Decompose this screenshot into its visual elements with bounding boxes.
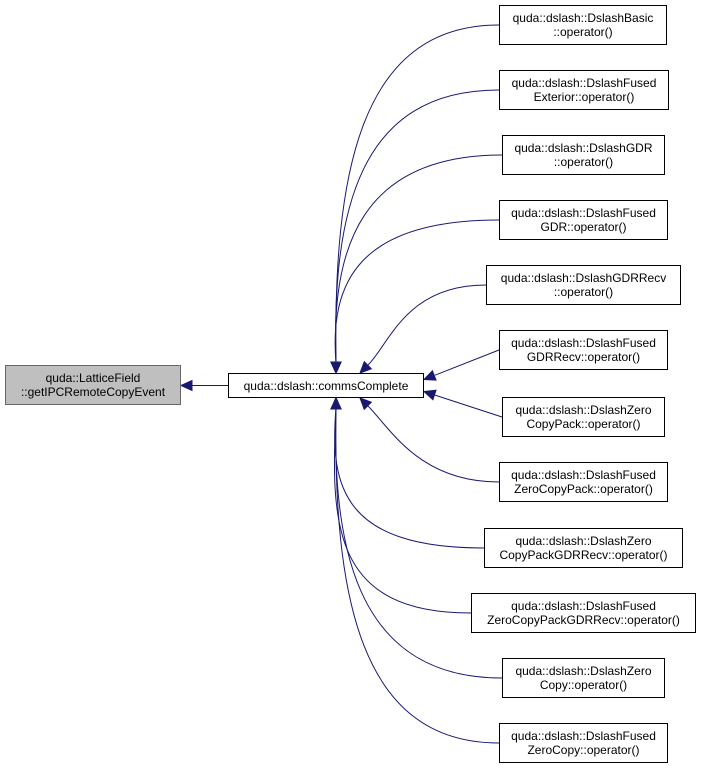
node-label-line: ::operator(): [553, 155, 614, 169]
edge-caller-to-hub: [333, 407, 472, 614]
arrowhead-icon: [330, 361, 342, 375]
node-label-line: ZeroCopyPack::operator(): [514, 482, 653, 496]
node-label-line: ZeroCopyPackGDRRecv::operator(): [487, 613, 680, 627]
node-label-line: quda::dslash::DslashBasic: [512, 11, 654, 25]
edge-caller-to-hub: [335, 89, 500, 364]
node-label-line: quda::dslash::DslashFused: [511, 468, 656, 482]
edge-caller-to-hub: [434, 394, 503, 418]
node-label-line: quda::LatticeField: [45, 371, 141, 385]
node-label-line: Copy::operator(): [539, 678, 628, 692]
node-label-line: quda::dslash::DslashGDRRecv: [500, 271, 667, 285]
node-label-line: GDRRecv::operator(): [526, 350, 641, 364]
node-label-line: CopyPackGDRRecv::operator(): [499, 548, 668, 562]
node-label-line: quda::dslash::DslashZero: [515, 403, 652, 417]
edge-caller-to-hub: [334, 154, 503, 364]
node-label-line: quda::dslash::DslashFused: [511, 336, 656, 350]
edge-caller-to-hub: [335, 24, 500, 364]
node-label-line: quda::dslash::commsComplete: [243, 378, 409, 393]
node-label-line: quda::dslash::DslashGDR: [514, 141, 653, 155]
node-label-line: GDR::operator(): [540, 220, 627, 234]
node-label-line: quda::dslash::DslashFused: [511, 76, 657, 90]
caller-node[interactable]: quda::dslash::DslashGDR::operator(): [502, 135, 665, 175]
edge-caller-to-hub: [335, 407, 500, 744]
arrowhead-icon: [330, 396, 342, 410]
node-label-line: ZeroCopy::operator(): [527, 743, 640, 757]
node-label-line: CopyPack::operator(): [526, 417, 641, 431]
arrowhead-icon: [422, 369, 437, 381]
node-label-line: quda::dslash::DslashFused: [511, 729, 656, 743]
root-function-node: quda::LatticeField::getIPCRemoteCopyEven…: [5, 365, 181, 405]
node-label-line: quda::dslash::DslashFused: [511, 206, 656, 220]
node-label-line: ::getIPCRemoteCopyEvent: [20, 385, 166, 399]
edge-caller-to-hub: [367, 284, 487, 366]
arrowhead-icon: [422, 389, 437, 401]
node-label-line: quda::dslash::DslashZero: [515, 534, 652, 548]
caller-node[interactable]: quda::dslash::DslashBasic::operator(): [499, 5, 667, 45]
edge-caller-to-hub: [334, 219, 500, 364]
node-label-line: ::operator(): [553, 25, 613, 39]
node-label-line: ::operator(): [553, 285, 614, 299]
arrowhead-icon: [359, 360, 373, 374]
arrowhead-icon: [179, 379, 193, 392]
caller-node[interactable]: quda::dslash::DslashGDRRecv::operator(): [486, 265, 681, 305]
node-label-line: quda::dslash::DslashZero: [515, 664, 652, 678]
edge-caller-to-hub: [434, 349, 500, 376]
arrowhead-icon: [359, 397, 373, 411]
comms-complete-node[interactable]: quda::dslash::commsComplete: [228, 373, 424, 398]
node-label-line: quda::dslash::DslashFused: [511, 599, 656, 613]
node-label-line: Exterior::operator(): [533, 90, 635, 104]
edge-caller-to-hub: [367, 405, 500, 483]
